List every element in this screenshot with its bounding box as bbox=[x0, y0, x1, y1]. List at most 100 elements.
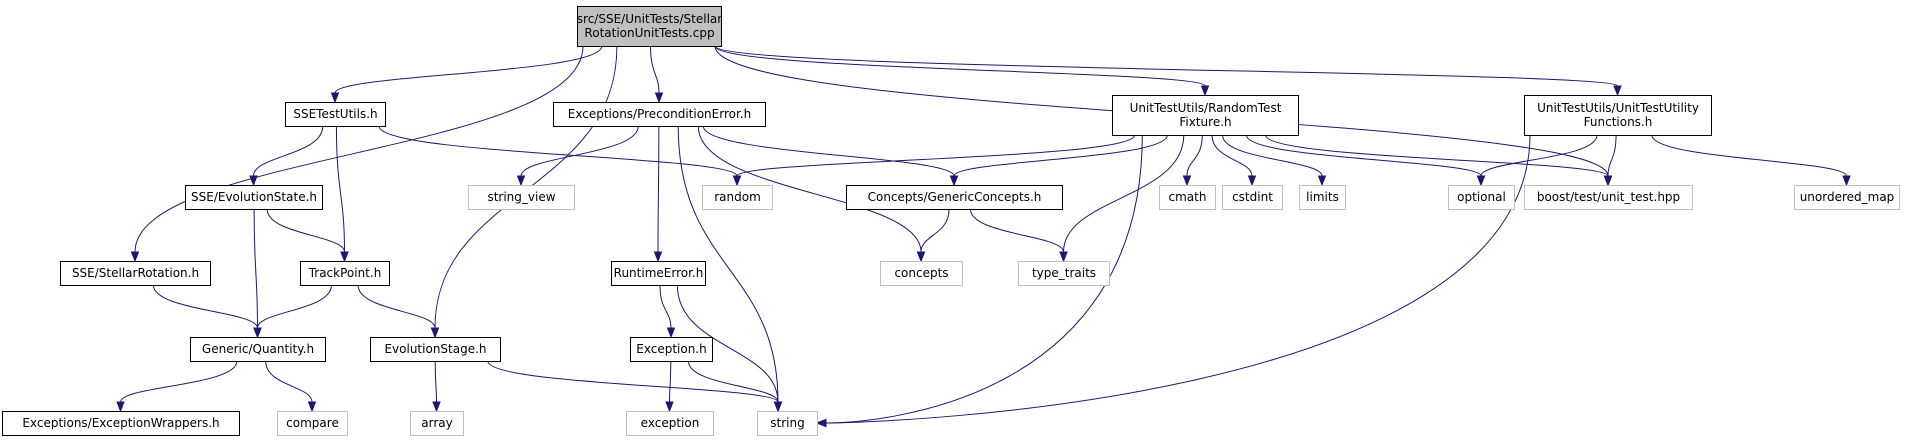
node-label: UnitTestUtils/RandomTest bbox=[1130, 101, 1282, 115]
graph-node-genconcepts[interactable]: Concepts/GenericConcepts.h bbox=[846, 185, 1063, 210]
edge-evostage-to-array bbox=[432, 360, 441, 413]
node-box bbox=[285, 102, 386, 127]
node-label: Concepts/GenericConcepts.h bbox=[868, 190, 1042, 204]
node-label: Fixture.h bbox=[1179, 115, 1231, 129]
node-box bbox=[1524, 185, 1693, 210]
node-label: Exceptions/ExceptionWrappers.h bbox=[22, 416, 219, 430]
node-box bbox=[1018, 261, 1110, 286]
graph-node-optional[interactable]: optional bbox=[1448, 185, 1515, 210]
edge-ssetestutils-to-evostate bbox=[249, 125, 324, 187]
graph-node-array[interactable]: array bbox=[410, 411, 464, 436]
node-label: TrackPoint.h bbox=[308, 266, 382, 280]
node-box bbox=[630, 337, 713, 362]
edge-utilfuncs-to-unordered-map bbox=[1651, 134, 1851, 187]
graph-node-ssetestutils[interactable]: SSETestUtils.h bbox=[285, 102, 386, 127]
graph-node-boosttest[interactable]: boost/test/unit_test.hpp bbox=[1524, 185, 1693, 210]
node-label: optional bbox=[1457, 190, 1506, 204]
node-label: limits bbox=[1306, 190, 1339, 204]
edge-evostate-to-quantity bbox=[253, 208, 262, 339]
node-box bbox=[1448, 185, 1515, 210]
edge-genconcepts-to-type-traits bbox=[969, 208, 1068, 263]
node-box bbox=[757, 411, 818, 436]
graph-node-concepts[interactable]: concepts bbox=[880, 261, 963, 286]
edge-exception-h-to-string bbox=[687, 360, 783, 413]
graph-node-evostate[interactable]: SSE/EvolutionState.h bbox=[185, 185, 323, 210]
node-label: src/SSE/UnitTests/Stellar bbox=[577, 12, 723, 26]
edge-stellarrot-to-quantity bbox=[152, 284, 262, 339]
node-box bbox=[1794, 185, 1900, 210]
node-label: cstdint bbox=[1232, 190, 1273, 204]
node-box bbox=[190, 337, 326, 362]
node-label: concepts bbox=[894, 266, 948, 280]
graph-node-excwrap[interactable]: Exceptions/ExceptionWrappers.h bbox=[2, 411, 240, 436]
edge-root-to-ssetestutils bbox=[330, 45, 603, 104]
graph-node-string[interactable]: string bbox=[757, 411, 818, 436]
node-label: SSETestUtils.h bbox=[293, 107, 377, 121]
edge-randomfix-to-random bbox=[732, 134, 1136, 187]
edge-utilfuncs-to-boosttest bbox=[1603, 134, 1617, 187]
node-label: RotationUnitTests.cpp bbox=[584, 26, 714, 40]
graph-node-string-view[interactable]: string_view bbox=[468, 185, 575, 210]
edge-randomfix-to-limits bbox=[1222, 134, 1327, 187]
graph-node-compare[interactable]: compare bbox=[277, 411, 348, 436]
node-box bbox=[577, 6, 722, 47]
edge-trackpoint-to-quantity bbox=[253, 284, 332, 339]
edge-randomfix-to-genconcepts bbox=[949, 134, 1168, 187]
graph-node-exception[interactable]: exception bbox=[626, 411, 714, 436]
node-label: random bbox=[714, 190, 761, 204]
node-label: array bbox=[421, 416, 452, 430]
graph-node-type-traits[interactable]: type_traits bbox=[1018, 261, 1110, 286]
edge-evostate-to-trackpoint bbox=[266, 208, 349, 263]
graph-node-trackpoint[interactable]: TrackPoint.h bbox=[300, 261, 390, 286]
edge-root-to-randomfix bbox=[714, 45, 1210, 97]
graph-node-exception-h[interactable]: Exception.h bbox=[630, 337, 713, 362]
graph-node-cmath[interactable]: cmath bbox=[1159, 185, 1216, 210]
edge-precond-to-runtimeerr bbox=[653, 125, 663, 263]
node-label: string_view bbox=[487, 190, 555, 204]
edge-ssetestutils-to-trackpoint bbox=[335, 125, 349, 263]
edge-root-to-utilfuncs bbox=[714, 45, 1622, 97]
node-box bbox=[277, 411, 348, 436]
node-box bbox=[185, 185, 323, 210]
node-box bbox=[410, 411, 464, 436]
node-box bbox=[1299, 185, 1346, 210]
graph-node-precond[interactable]: Exceptions/PreconditionError.h bbox=[553, 102, 766, 127]
graph-node-limits[interactable]: limits bbox=[1299, 185, 1346, 210]
node-box bbox=[468, 185, 575, 210]
graph-node-root[interactable]: src/SSE/UnitTests/StellarRotationUnitTes… bbox=[577, 6, 723, 47]
edge-precond-to-genconcepts bbox=[702, 125, 959, 187]
edge-utilfuncs-to-string bbox=[815, 134, 1531, 428]
graph-node-cstdint[interactable]: cstdint bbox=[1222, 185, 1283, 210]
graph-node-unordered-map[interactable]: unordered_map bbox=[1794, 185, 1900, 210]
node-label: Exceptions/PreconditionError.h bbox=[568, 107, 751, 121]
node-label: RuntimeError.h bbox=[614, 266, 704, 280]
node-box bbox=[702, 185, 773, 210]
node-label: EvolutionStage.h bbox=[384, 342, 486, 356]
node-box bbox=[1159, 185, 1216, 210]
node-box bbox=[880, 261, 963, 286]
graph-node-stellarrot[interactable]: SSE/StellarRotation.h bbox=[60, 261, 211, 286]
node-box bbox=[611, 261, 706, 286]
graph-node-runtimeerr[interactable]: RuntimeError.h bbox=[611, 261, 706, 286]
node-box bbox=[370, 337, 501, 362]
edge-quantity-to-excwrap bbox=[116, 360, 238, 413]
graph-node-quantity[interactable]: Generic/Quantity.h bbox=[190, 337, 326, 362]
node-box bbox=[2, 411, 240, 436]
graph-node-evostage[interactable]: EvolutionStage.h bbox=[370, 337, 501, 362]
node-box bbox=[626, 411, 714, 436]
node-label: cmath bbox=[1169, 190, 1207, 204]
node-label: type_traits bbox=[1032, 266, 1096, 280]
node-label: Functions.h bbox=[1584, 115, 1653, 129]
node-box bbox=[1222, 185, 1283, 210]
node-label: SSE/EvolutionState.h bbox=[191, 190, 317, 204]
node-label: Exception.h bbox=[636, 342, 706, 356]
graph-node-random[interactable]: random bbox=[702, 185, 773, 210]
edge-randomfix-to-cstdint bbox=[1211, 134, 1257, 187]
node-label: exception bbox=[641, 416, 700, 430]
edge-utilfuncs-to-optional bbox=[1476, 134, 1598, 187]
node-box bbox=[553, 102, 766, 127]
node-box bbox=[846, 185, 1063, 210]
edge-randomfix-to-boosttest bbox=[1264, 134, 1613, 187]
